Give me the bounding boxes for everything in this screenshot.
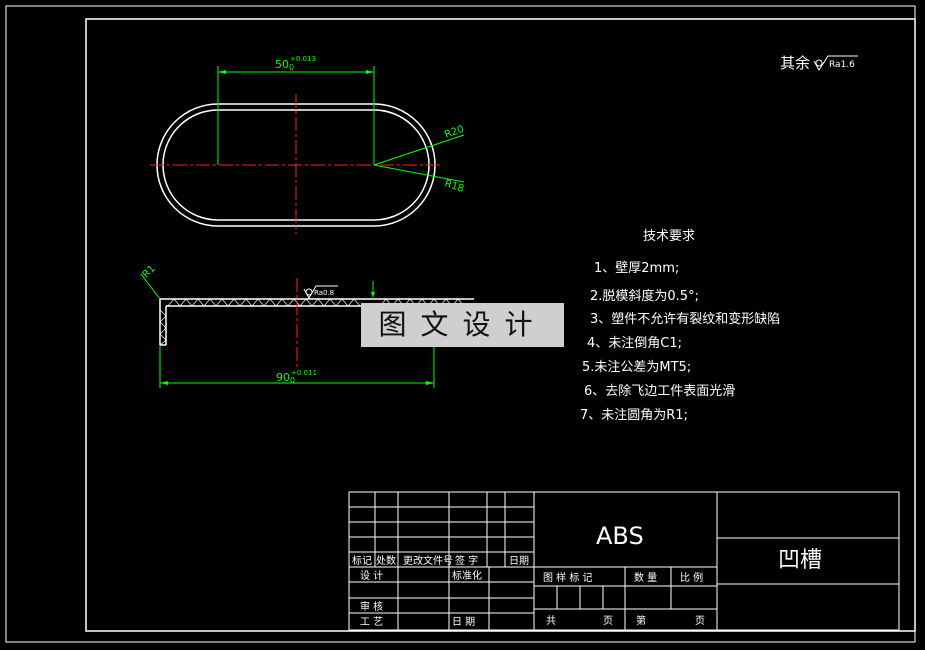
rev-header-mark: 标记	[352, 555, 372, 567]
top-dim-length: 50	[275, 58, 289, 71]
review-label: 审 核	[360, 600, 383, 613]
sheet-number-unit: 页	[695, 615, 705, 627]
rev-header-count: 处数	[376, 554, 396, 567]
rev-header-date: 日期	[509, 555, 529, 567]
requirement-item: 7、未注圆角为R1;	[580, 408, 688, 423]
side-corner-radius: R1	[141, 263, 158, 280]
roughness-symbol-icon	[813, 55, 858, 71]
design-label: 设 计	[360, 569, 383, 582]
requirement-item: 4、未注倒角C1;	[587, 336, 682, 351]
requirement-item: 3、塑件不允许有裂纹和变形缺陷	[590, 311, 780, 327]
watermark-banner: 图文设计	[361, 303, 564, 347]
side-dim-length-sub: 0	[290, 376, 295, 385]
general-roughness-note: 其余 Ra1.6	[780, 54, 858, 72]
drawing-frame	[85, 18, 916, 632]
requirement-item: 1、壁厚2mm;	[594, 261, 679, 276]
rev-header-doc: 更改文件号	[403, 554, 453, 567]
date-label: 日 期	[452, 616, 475, 628]
slot-outer-contour	[156, 103, 436, 227]
top-radius-inner: R18	[443, 178, 465, 195]
top-view: 50 0 +0.013 R20 R18	[150, 55, 466, 234]
slot-inner-contour	[162, 109, 430, 221]
title-block	[348, 491, 900, 631]
total-sheets-label: 共	[546, 615, 556, 627]
total-sheets-unit: 页	[603, 615, 613, 627]
side-dim-length-tol: +0.011	[291, 369, 317, 377]
section-hatching	[167, 298, 361, 307]
quantity-label: 数 量	[634, 571, 657, 584]
top-dim-length-tol: +0.013	[290, 55, 316, 63]
side-roughness-value: Ra0.8	[314, 289, 334, 297]
roughness-note-label: 其余	[780, 54, 810, 72]
part-name: 凹槽	[778, 548, 822, 573]
requirement-item: 2.脱模斜度为0.5°;	[590, 288, 699, 304]
scale-label: 比 例	[680, 571, 703, 584]
sheet-number-label: 第	[636, 614, 646, 627]
rev-header-sign: 签 字	[455, 554, 478, 567]
stage-mark-label: 图 样 标 记	[543, 571, 593, 584]
roughness-note-value: Ra1.6	[829, 60, 855, 70]
material-value: ABS	[596, 522, 644, 550]
requirements-title: 技术要求	[643, 229, 695, 244]
side-dim-length: 90	[276, 371, 290, 384]
process-label: 工 艺	[360, 616, 383, 628]
title-block-text: 标记 处数 更改文件号 签 字 日期 设 计 标准化 审 核 工 艺 日 期 图…	[352, 522, 822, 628]
top-dim-length-sub: 0	[289, 63, 294, 72]
standardize-label: 标准化	[452, 569, 482, 582]
requirement-item: 5.未注公差为MT5;	[582, 360, 691, 375]
requirement-item: 6、去除飞边工件表面光滑	[584, 384, 735, 399]
technical-requirements: 技术要求 1、壁厚2mm; 2.脱模斜度为0.5°; 3、塑件不允许有裂纹和变形…	[580, 229, 780, 423]
